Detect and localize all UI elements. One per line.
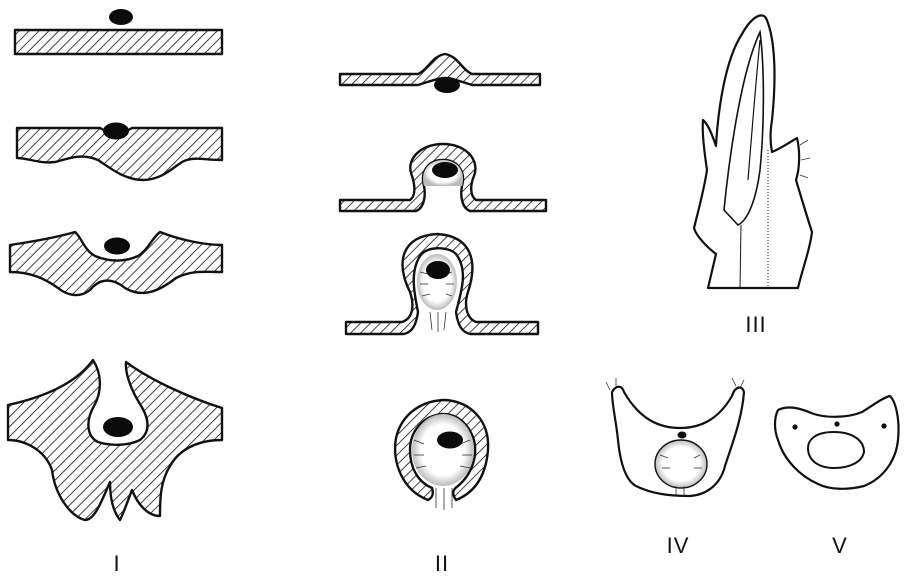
stage-I-1 xyxy=(15,9,222,54)
ovule xyxy=(437,432,463,449)
dot xyxy=(792,424,797,429)
ovule xyxy=(434,77,460,93)
panel-label-IV: IV xyxy=(667,533,690,558)
stage-II-3 xyxy=(346,234,538,334)
panel-label-III: III xyxy=(745,312,766,337)
stage-II-2 xyxy=(340,144,546,211)
panel-label-V: V xyxy=(832,533,848,558)
section-V xyxy=(775,396,899,489)
panel-label-I: I xyxy=(113,551,120,576)
ovule xyxy=(103,417,133,437)
dot xyxy=(881,423,886,428)
ovule xyxy=(109,9,133,25)
ovule xyxy=(103,123,129,140)
ovule xyxy=(426,261,450,279)
section-IV xyxy=(606,378,744,496)
panel-label-II: II xyxy=(435,551,449,576)
stage-I-4 xyxy=(8,360,222,520)
dot xyxy=(834,421,839,426)
stage-II-4 xyxy=(395,400,488,510)
ovule xyxy=(432,162,458,178)
stage-I-3 xyxy=(10,232,222,295)
ovule xyxy=(104,238,130,255)
stage-II-1 xyxy=(340,54,540,93)
flower-III xyxy=(694,15,812,288)
stage-I-2 xyxy=(17,123,222,181)
ovule xyxy=(678,432,687,439)
